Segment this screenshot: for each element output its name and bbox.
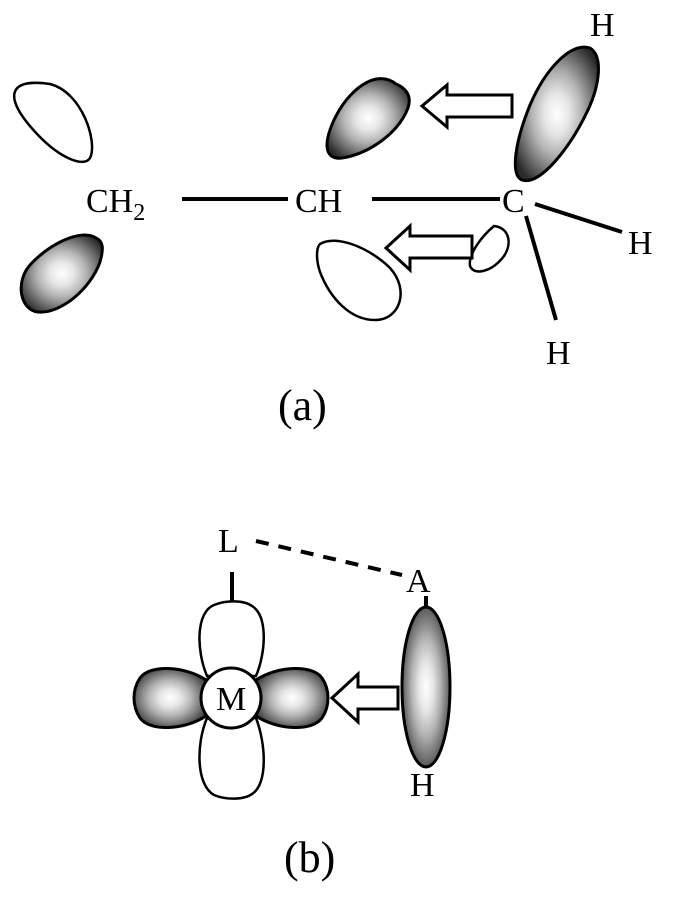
panel-b: L A M H (b) <box>132 523 452 882</box>
d-orbital-lobe-left <box>132 666 208 730</box>
label-a: A <box>406 563 431 600</box>
arrow-lower <box>383 222 474 274</box>
label-h-b: H <box>410 767 435 804</box>
orbital-lobe-ch2-lower <box>19 233 104 314</box>
dashed-link-l-a <box>255 539 403 577</box>
panel-a: CH2 CH C H H H (a) <box>12 7 653 430</box>
orbital-lobe-ch-lower <box>315 239 402 322</box>
d-orbital-lobe-top <box>198 600 265 678</box>
label-h-top: H <box>590 7 615 44</box>
orbital-lobe-ch-upper <box>325 77 411 160</box>
label-l: L <box>218 523 239 560</box>
caption-b: (b) <box>284 833 335 882</box>
orbital-lobe-a-h <box>400 605 452 769</box>
metal-center-circle <box>199 666 263 730</box>
label-ch2: CH2 <box>86 183 145 226</box>
label-m: M <box>216 681 246 718</box>
label-c: C <box>502 183 525 220</box>
orbital-lobe-ch2-upper <box>12 81 94 164</box>
d-orbital-lobe-right <box>254 666 330 730</box>
orbital-lobe-c-small <box>468 224 510 273</box>
label-h-right: H <box>628 225 653 262</box>
bond-c-h-bottom <box>524 215 558 321</box>
caption-a: (a) <box>278 381 327 430</box>
arrow-upper <box>419 81 514 131</box>
bond-c-h-right <box>534 202 623 234</box>
orbital-lobe-ch3-upper <box>513 45 600 183</box>
d-orbital-lobe-bottom <box>198 716 265 800</box>
label-ch: CH <box>295 183 342 220</box>
label-h-bottom: H <box>546 335 571 372</box>
arrow-donation <box>329 670 400 726</box>
